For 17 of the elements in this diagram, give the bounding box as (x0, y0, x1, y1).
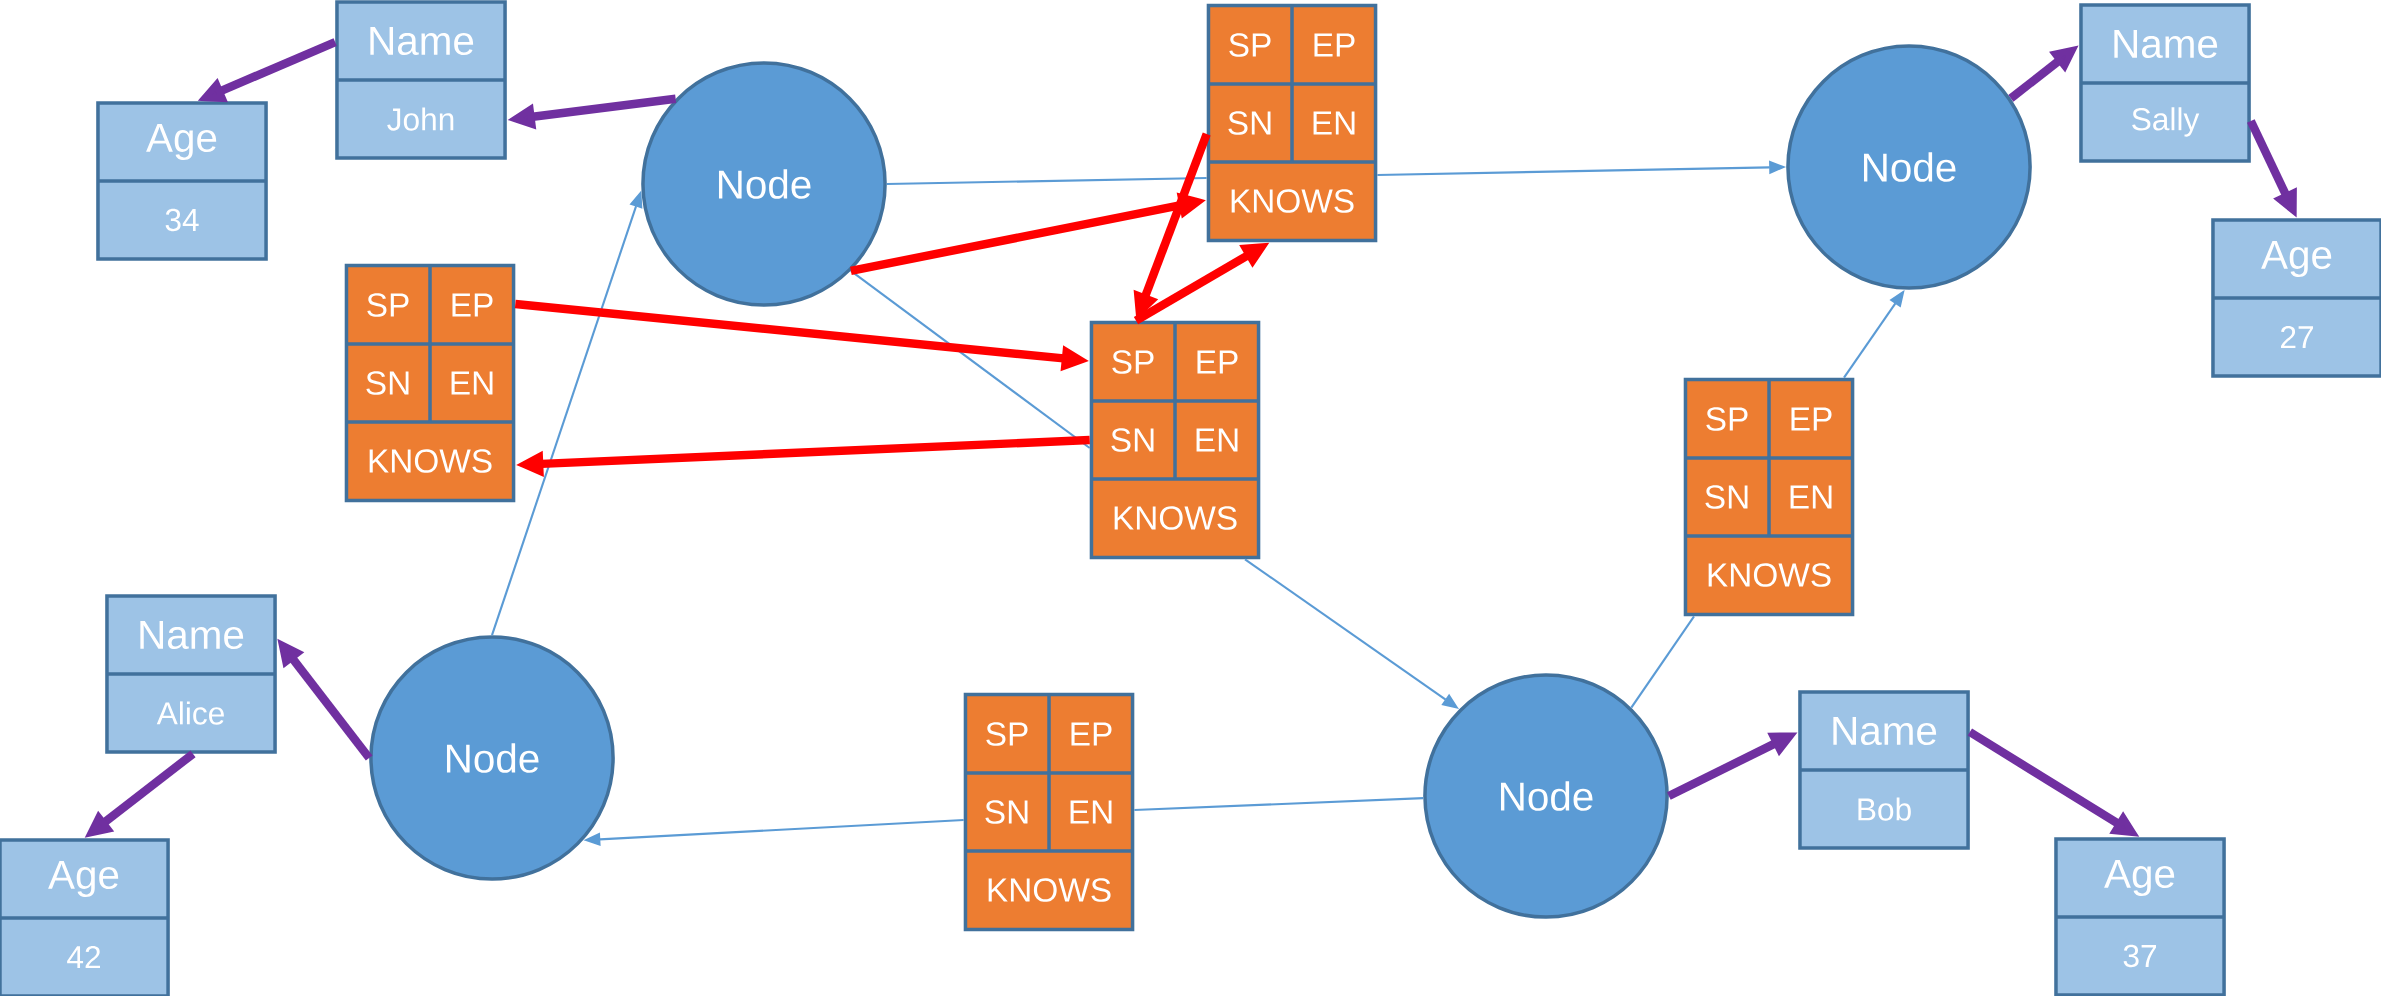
connector-line (1134, 797, 1424, 812)
relationship-record: SP EP SN EN KNOWS (344, 263, 516, 503)
connector-line (1630, 615, 1695, 709)
relationship-record: SP EP SN EN KNOWS (1683, 377, 1855, 617)
property-box: Age 34 (96, 101, 268, 261)
property-box: Age 42 (0, 838, 170, 996)
connector-line (850, 270, 1091, 449)
relationship-record: SP EP SN EN KNOWS (1089, 320, 1261, 560)
property-box: Age 27 (2211, 218, 2381, 378)
relationship-record: SP EP SN EN KNOWS (963, 692, 1135, 932)
property-box: Name Sally (2079, 3, 2251, 163)
relationship-record: SP EP SN EN KNOWS (1206, 3, 1378, 243)
property-box: Name John (335, 0, 507, 160)
property-box: Name Bob (1798, 690, 1970, 850)
property-box: Age 37 (2054, 837, 2226, 996)
property-box: Name Alice (105, 594, 277, 754)
connector-line (886, 176, 1207, 186)
